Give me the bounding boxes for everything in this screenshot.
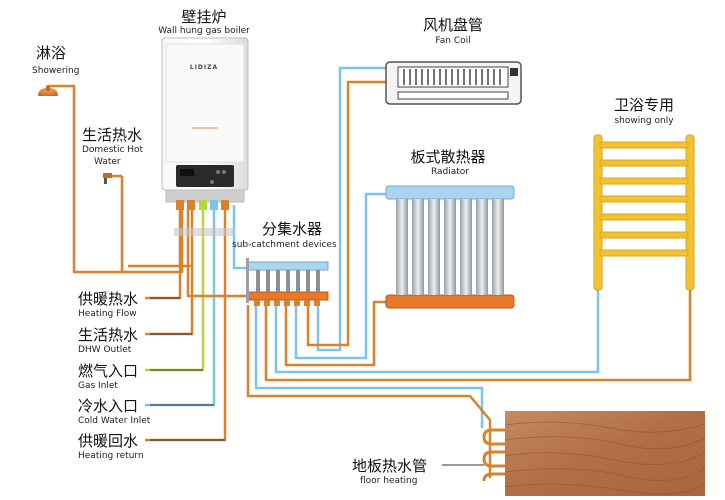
gas-inlet-label: 燃气入口: [78, 362, 139, 380]
floor-heating-wood: [504, 411, 706, 496]
cold-inlet-label: 冷水入口: [78, 397, 139, 415]
dhw-label-en-2: Water: [94, 157, 121, 167]
towel-rail: [593, 134, 695, 291]
towel-subtitle: showing only: [614, 116, 674, 126]
manifold: [246, 258, 329, 306]
manifold-subtitle: sub-catchment devices: [232, 240, 337, 250]
pipe-radiator-return: [284, 300, 388, 367]
shower-label: 淋浴: [36, 44, 67, 62]
pipe-heating-flow-riser: [145, 200, 182, 300]
heating-flow-label: 供暖热水: [78, 290, 139, 308]
pipe-fancoil-supply: [316, 66, 388, 352]
pipe-floor-return: [246, 305, 492, 478]
pipe-flow-to-manifold: [186, 205, 250, 298]
shower-label-en: Showering: [32, 66, 80, 76]
manifold-title: 分集水器: [262, 220, 323, 238]
dhw-label: 生活热水: [82, 126, 143, 144]
pipe-floor-supply: [254, 305, 484, 428]
pipe-return-to-manifold: [232, 205, 250, 270]
cold-inlet-label-en: Cold Water Inlet: [78, 416, 151, 426]
boiler-title: 壁挂炉: [181, 8, 227, 26]
pipe-radiator-supply: [294, 192, 388, 360]
pipe-network: [46, 66, 692, 482]
heating-return-label: 供暖回水: [78, 432, 139, 450]
leader-lines: [150, 297, 484, 466]
panel-radiator: [385, 185, 515, 309]
fancoil-title: 风机盘管: [422, 16, 484, 34]
heating-return-label-en: Heating return: [78, 451, 144, 461]
wall-hung-boiler: [161, 37, 249, 236]
heating-flow-label-en: Heating Flow: [78, 309, 137, 319]
dhw-label-en-1: Domestic Hot: [82, 145, 144, 155]
dhw-outlet-label-en: DHW Outlet: [78, 345, 132, 355]
pipe-towel-supply: [274, 286, 600, 374]
pipe-floor-loops: [482, 428, 505, 482]
floor-heating-label: 地板热水管: [352, 457, 428, 475]
tap-icon: [103, 173, 112, 184]
floor-heating-label-en: floor heating: [360, 476, 418, 486]
shower-head-icon: [38, 86, 58, 96]
pipe-dhw-outlet-riser: [145, 266, 194, 336]
gas-inlet-label-en: Gas Inlet: [78, 381, 118, 391]
radiator-subtitle: Radiator: [430, 167, 470, 177]
dhw-outlet-label: 生活热水: [78, 326, 139, 344]
boiler-brand-logo: LIDIZA: [189, 64, 219, 71]
pipe-gas-riser: [145, 200, 205, 372]
radiator-title: 板式散热器: [410, 148, 486, 166]
pipe-fancoil-return: [306, 80, 388, 347]
pipe-towel-return: [264, 286, 692, 382]
boiler-display: [180, 169, 194, 176]
fan-coil-unit: [385, 61, 522, 105]
towel-title: 卫浴专用: [613, 96, 675, 114]
fancoil-subtitle: Fan Coil: [435, 36, 471, 46]
boiler-subtitle: Wall hung gas boiler: [158, 26, 250, 36]
